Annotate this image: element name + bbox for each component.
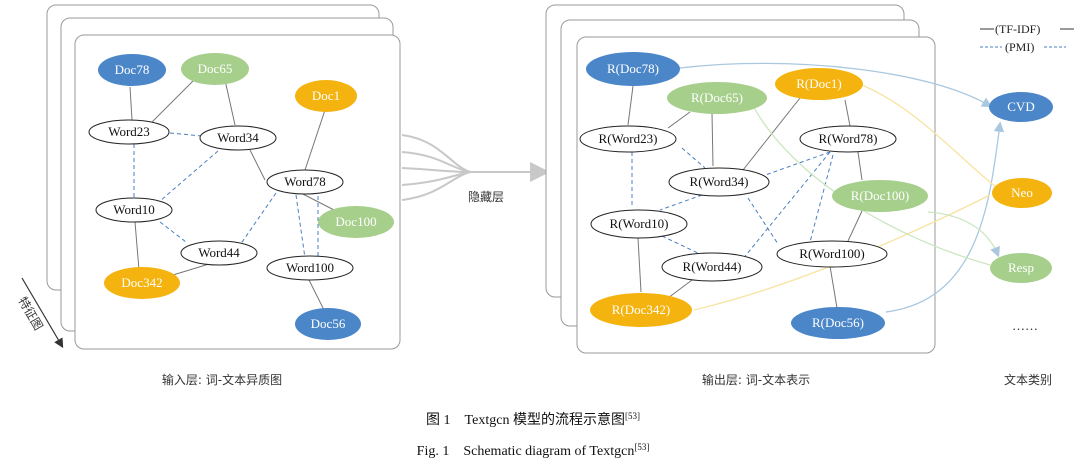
rword23-node: R(Word23) (579, 125, 677, 153)
rdoc56-node: R(Doc56) (791, 307, 885, 339)
rdoc342-label: R(Doc342) (612, 302, 671, 317)
rdoc342-node: R(Doc342) (590, 293, 692, 327)
input-layer-label: 输入层: 词-文本异质图 (162, 372, 282, 387)
rdoc1-label: R(Doc1) (796, 76, 842, 91)
class-nodes: CVD Neo Resp …… (989, 92, 1053, 333)
word23-label: Word23 (108, 124, 150, 139)
input-nodes: Doc78 Doc65 Doc1 Word23 Word34 Word78 Wo… (88, 53, 394, 340)
rdoc100-label: R(Doc100) (851, 188, 910, 203)
rword23-label: R(Word23) (599, 131, 658, 146)
doc1-label: Doc1 (312, 88, 340, 103)
neo-label: Neo (1011, 185, 1033, 200)
word100-node: Word100 (266, 255, 354, 281)
doc56-node: Doc56 (295, 308, 361, 340)
rdoc65-label: R(Doc65) (691, 90, 743, 105)
word44-node: Word44 (180, 240, 258, 266)
word44-label: Word44 (198, 245, 240, 260)
neo-node: Neo (992, 178, 1052, 208)
doc100-label: Doc100 (335, 214, 376, 229)
output-pmi-edges (631, 147, 834, 261)
rword10-label: R(Word10) (610, 216, 669, 231)
resp-label: Resp (1008, 260, 1034, 275)
doc56-label: Doc56 (311, 316, 346, 331)
legend-pmi-label: (PMI) (1005, 40, 1034, 54)
output-tfidf-edges (627, 85, 863, 309)
doc1-node: Doc1 (295, 80, 357, 112)
rword78-label: R(Word78) (819, 131, 878, 146)
rdoc78-node: R(Doc78) (586, 52, 680, 86)
rword44-label: R(Word44) (683, 259, 742, 274)
output-layer-label: 输出层: 词-文本表示 (702, 372, 810, 387)
caption: 图 1 Textgcn 模型的流程示意图[53] Fig. 1 Schemati… (417, 411, 650, 459)
input-tfidf-edges (129, 79, 337, 313)
caption-cn: 图 1 Textgcn 模型的流程示意图[53] (426, 411, 640, 428)
rdoc65-node: R(Doc65) (667, 82, 767, 114)
rword44-node: R(Word44) (661, 252, 763, 282)
word78-label: Word78 (284, 174, 326, 189)
section-labels: 输入层: 词-文本异质图 输出层: 词-文本表示 文本类别 (162, 372, 1052, 387)
word23-node: Word23 (88, 119, 170, 145)
resp-node: Resp (990, 253, 1052, 283)
rword100-label: R(Word100) (799, 246, 864, 261)
word10-label: Word10 (113, 202, 155, 217)
feature-map-label: 特征图 (15, 294, 46, 333)
word10-node: Word10 (95, 197, 173, 223)
legend: (TF-IDF) (PMI) (980, 22, 1074, 54)
word34-label: Word34 (217, 130, 259, 145)
hidden-layer-label: 隐藏层 (468, 190, 504, 204)
doc65-label: Doc65 (198, 61, 233, 76)
hidden-layer-arrows (401, 134, 550, 201)
cvd-label: CVD (1007, 99, 1034, 114)
word100-label: Word100 (286, 260, 334, 275)
rword100-node: R(Word100) (776, 240, 888, 268)
cvd-node: CVD (989, 92, 1053, 122)
rword34-node: R(Word34) (668, 167, 770, 197)
rdoc100-node: R(Doc100) (832, 180, 928, 212)
rdoc1-node: R(Doc1) (775, 68, 863, 100)
rdoc56-label: R(Doc56) (812, 315, 864, 330)
text-category-label: 文本类别 (1004, 372, 1052, 387)
rword78-node: R(Word78) (799, 125, 897, 153)
class-ellipsis: …… (1012, 318, 1038, 333)
caption-en: Fig. 1 Schematic diagram of Textgcn[53] (417, 442, 650, 459)
doc78-label: Doc78 (115, 62, 150, 77)
output-nodes: R(Doc78) R(Doc65) R(Doc1) R(Word23) R(Wo… (579, 52, 928, 339)
doc78-node: Doc78 (98, 54, 166, 86)
rdoc78-label: R(Doc78) (607, 61, 659, 76)
doc100-node: Doc100 (318, 206, 394, 238)
doc65-node: Doc65 (181, 53, 249, 85)
doc342-node: Doc342 (104, 267, 180, 299)
rword10-node: R(Word10) (590, 209, 688, 239)
word78-node: Word78 (266, 169, 344, 195)
word34-node: Word34 (199, 125, 277, 151)
legend-tfidf-label: (TF-IDF) (995, 22, 1040, 36)
doc342-label: Doc342 (121, 275, 162, 290)
input-pmi-edges (133, 132, 319, 259)
rword34-label: R(Word34) (690, 174, 749, 189)
